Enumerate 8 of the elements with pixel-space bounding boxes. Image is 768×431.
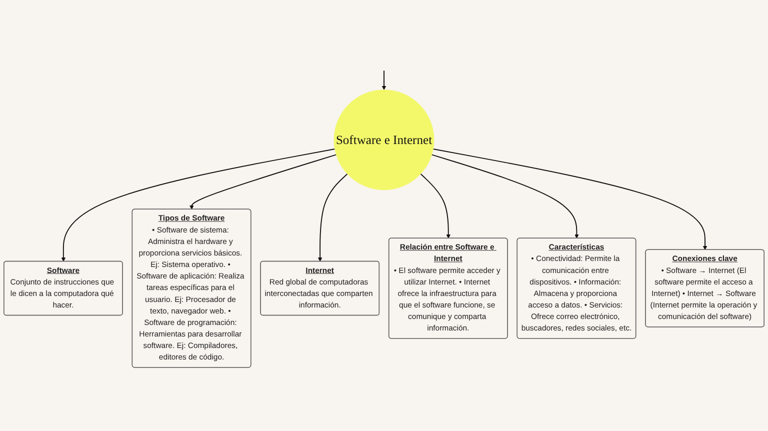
- arrow: [190, 154, 337, 210]
- node-circle: Software e Internet: [334, 90, 434, 190]
- arrow: [431, 154, 579, 239]
- arrow: [318, 174, 348, 262]
- arrow: [420, 174, 450, 239]
- arrow: [432, 148, 708, 250]
- arrow: [382, 70, 386, 90]
- arrow: [61, 148, 336, 262]
